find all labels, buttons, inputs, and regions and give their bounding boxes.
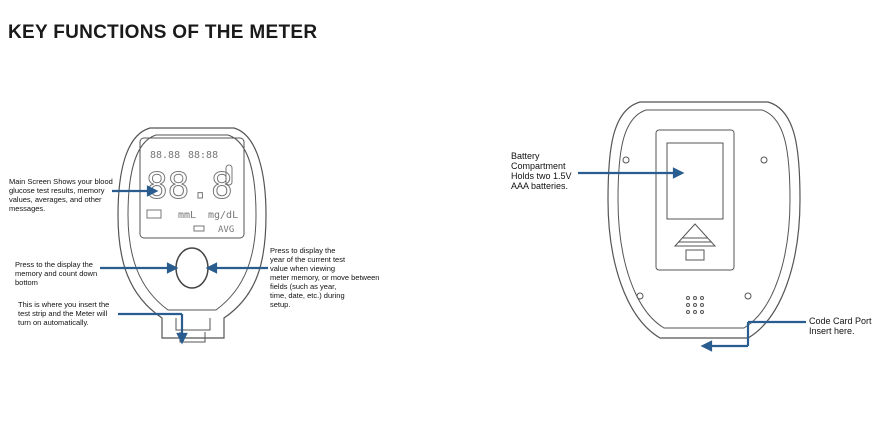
lcd-top-left: 88.88	[150, 150, 180, 161]
page-title: KEY FUNCTIONS OF THE METER	[8, 22, 318, 43]
lcd-big-digits: 88.8	[146, 166, 233, 207]
callout-strip-port: This is where you insert the test strip …	[18, 300, 110, 327]
front-arrows	[100, 185, 268, 345]
callout-code-card-port: Code Card Port Insert here.	[809, 316, 872, 336]
back-meter-illustration	[607, 101, 801, 339]
lcd-avg: AVG	[218, 225, 234, 235]
lcd-screen: 88.88 88:88 88.8 mmL mg/dL AVG	[146, 150, 239, 235]
back-arrows	[578, 167, 806, 352]
lcd-top-right: 88:88	[188, 150, 218, 161]
callout-button-left: Press to the display the memory and coun…	[15, 260, 98, 287]
lcd-unit-mmol: mmL	[178, 210, 196, 221]
lcd-thermometer-icon	[225, 164, 233, 186]
callout-battery-compartment: Battery Compartment Holds two 1.5V AAA b…	[511, 151, 572, 191]
center-button[interactable]	[175, 247, 209, 289]
lcd-battery-icon	[193, 225, 205, 232]
lcd-memory-icon	[146, 209, 162, 219]
lcd-unit-mgdl: mg/dL	[208, 210, 238, 221]
callout-main-screen: Main Screen Shows your blood glucose tes…	[9, 177, 113, 213]
callout-button-right: Press to display the year of the current…	[270, 246, 380, 309]
